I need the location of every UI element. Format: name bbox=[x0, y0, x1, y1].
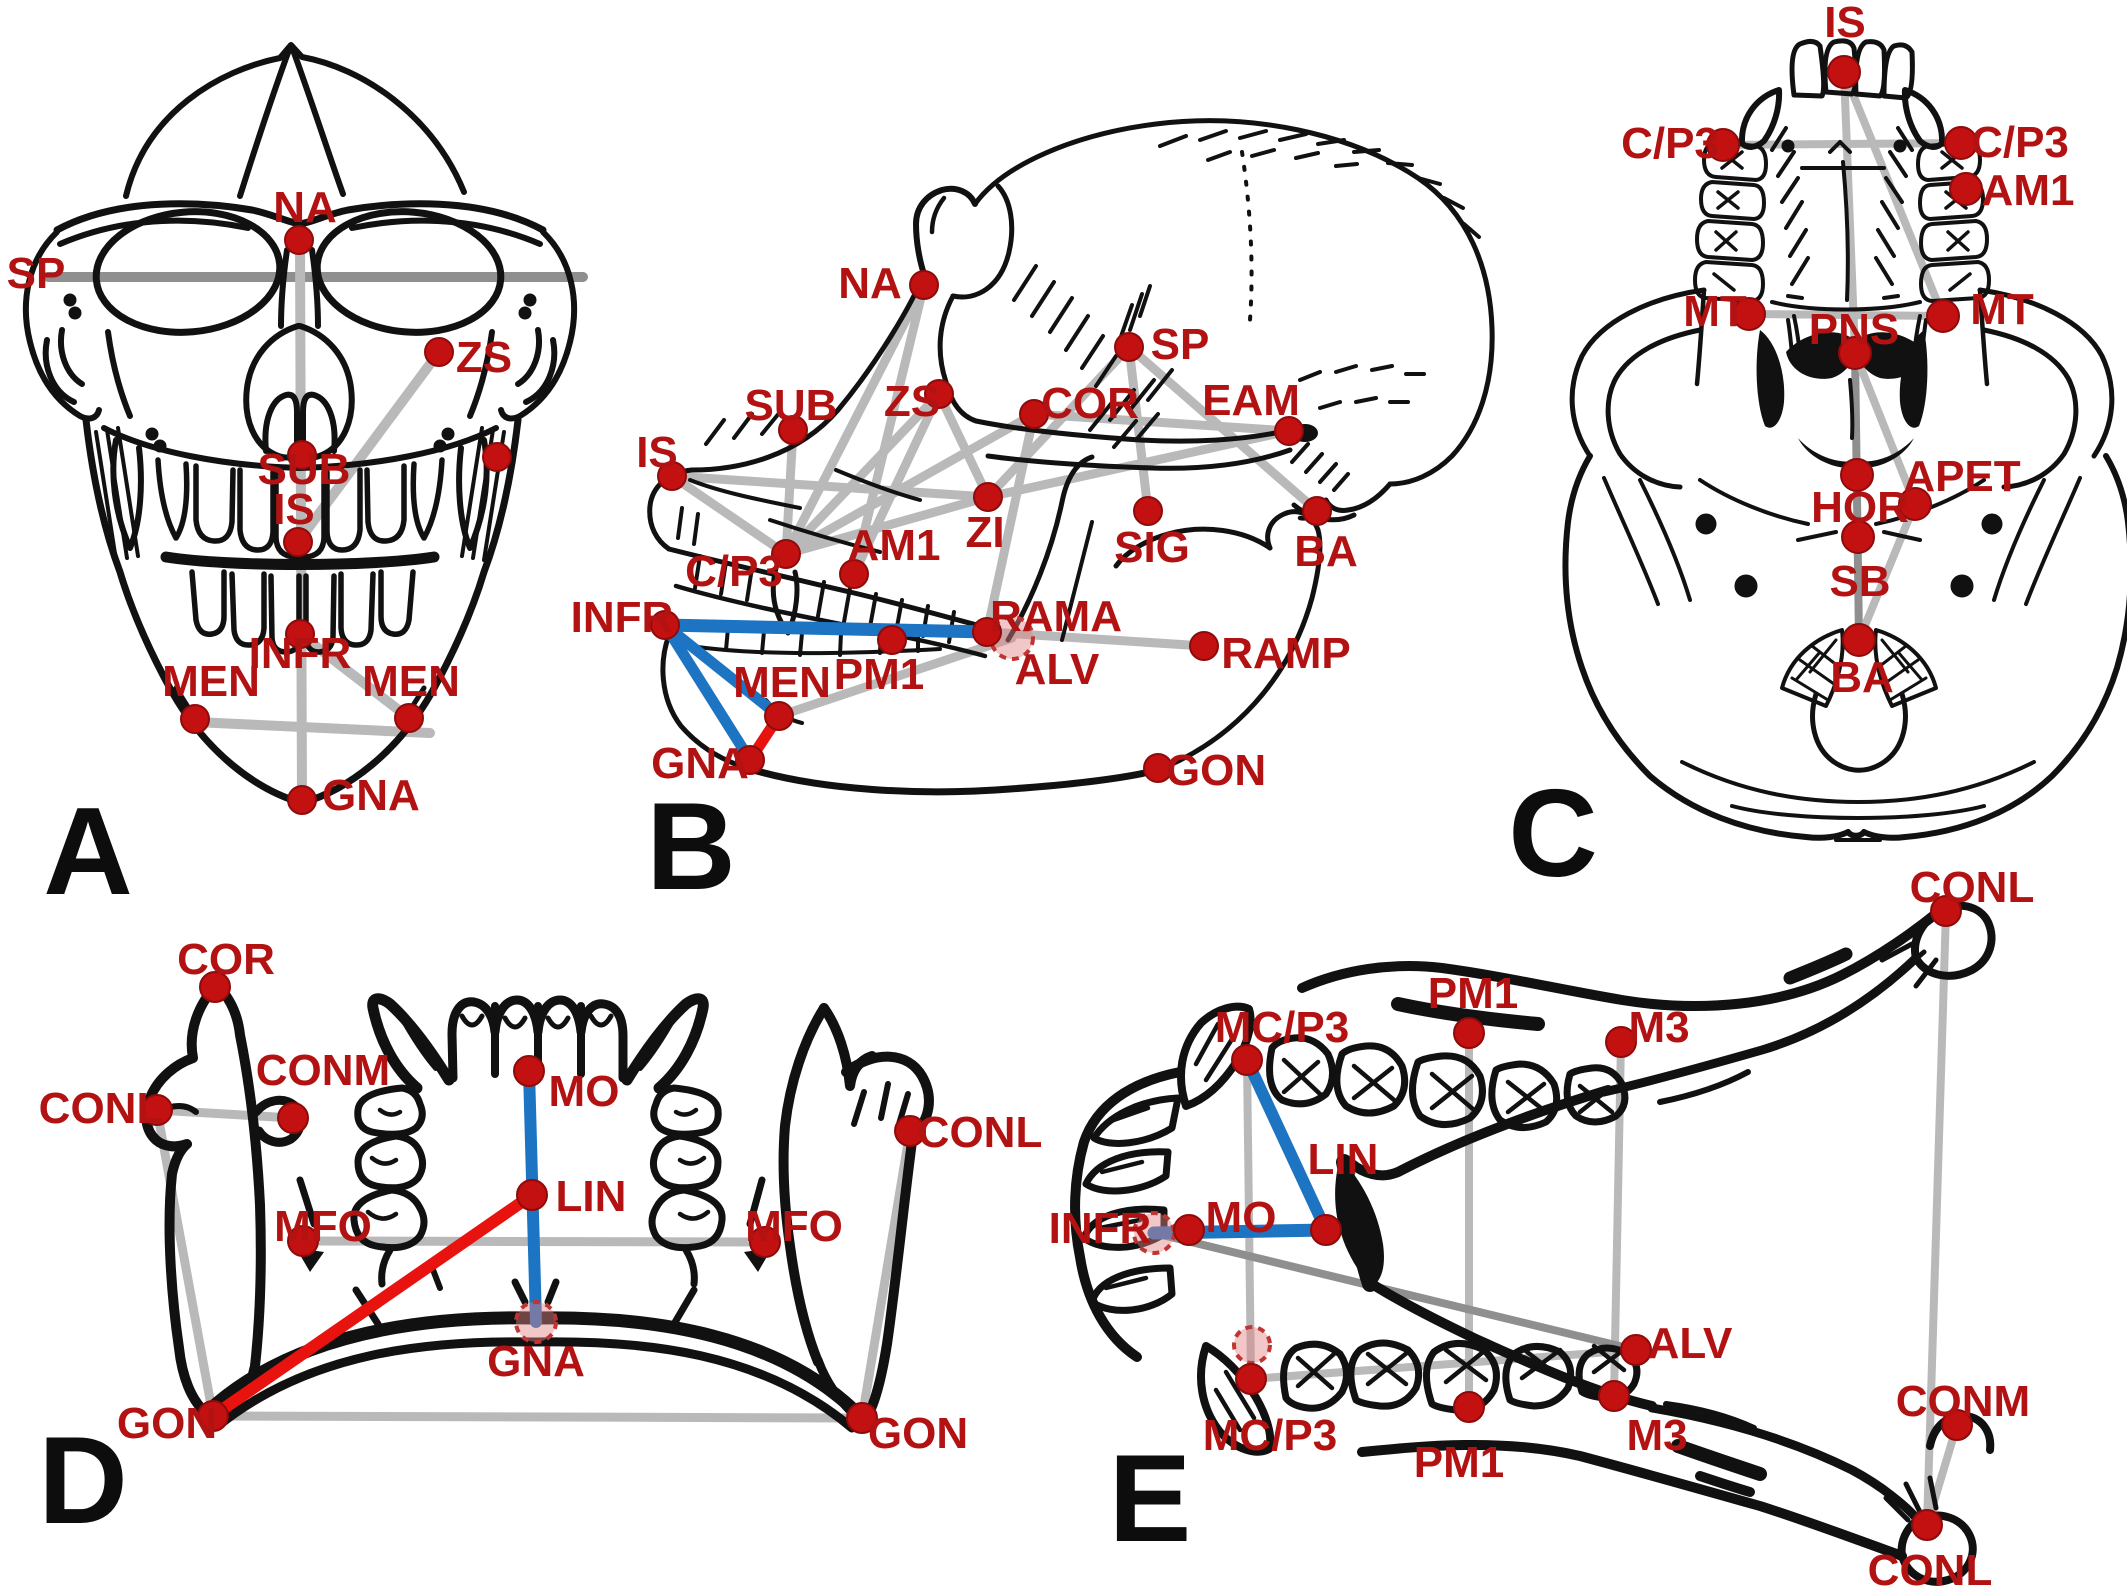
svg-text:GON: GON bbox=[117, 1399, 217, 1448]
svg-text:NA: NA bbox=[273, 183, 337, 232]
svg-text:PNS: PNS bbox=[1809, 305, 1899, 354]
svg-text:PM1: PM1 bbox=[834, 650, 924, 699]
svg-text:MFO: MFO bbox=[274, 1202, 372, 1251]
svg-text:AM1: AM1 bbox=[1982, 166, 2075, 215]
svg-text:CONL: CONL bbox=[1868, 1546, 1993, 1591]
svg-text:C/P3: C/P3 bbox=[1621, 119, 1719, 168]
svg-text:IS: IS bbox=[273, 485, 315, 534]
svg-text:D: D bbox=[38, 1412, 128, 1550]
svg-text:ZI: ZI bbox=[965, 508, 1004, 557]
svg-text:MC/P3: MC/P3 bbox=[1215, 1003, 1349, 1052]
svg-text:MT: MT bbox=[1683, 287, 1747, 336]
svg-text:NA: NA bbox=[838, 259, 902, 308]
svg-text:MFO: MFO bbox=[745, 1202, 843, 1251]
svg-text:IS: IS bbox=[1824, 0, 1866, 47]
svg-text:COR: COR bbox=[1041, 379, 1139, 428]
svg-text:MO: MO bbox=[1206, 1193, 1277, 1242]
svg-text:MO: MO bbox=[549, 1067, 620, 1116]
svg-text:BA: BA bbox=[1294, 527, 1358, 576]
svg-text:IS: IS bbox=[636, 428, 678, 477]
svg-text:GON: GON bbox=[868, 1409, 968, 1458]
svg-text:M3: M3 bbox=[1628, 1003, 1689, 1052]
svg-text:CONM: CONM bbox=[1896, 1377, 2030, 1426]
svg-text:ZS: ZS bbox=[884, 377, 940, 426]
svg-text:RAMA: RAMA bbox=[990, 592, 1122, 641]
svg-text:MEN: MEN bbox=[733, 658, 831, 707]
svg-text:HOR: HOR bbox=[1811, 483, 1909, 532]
svg-text:SUB: SUB bbox=[745, 381, 838, 430]
svg-text:COR: COR bbox=[177, 935, 275, 984]
svg-text:A: A bbox=[43, 783, 133, 921]
svg-text:LIN: LIN bbox=[556, 1172, 627, 1221]
svg-text:PM1: PM1 bbox=[1428, 969, 1518, 1018]
svg-text:M3: M3 bbox=[1626, 1411, 1687, 1460]
svg-text:GNA: GNA bbox=[487, 1337, 585, 1386]
svg-text:MEN: MEN bbox=[362, 657, 460, 706]
svg-text:MT: MT bbox=[1970, 285, 2034, 334]
svg-text:RAMP: RAMP bbox=[1221, 629, 1351, 678]
svg-text:INFR: INFR bbox=[571, 593, 674, 642]
svg-text:C: C bbox=[1508, 765, 1598, 903]
svg-text:MC/P3: MC/P3 bbox=[1203, 1411, 1337, 1460]
svg-text:SUB: SUB bbox=[258, 445, 351, 494]
svg-text:BA: BA bbox=[1830, 653, 1894, 702]
svg-text:SP: SP bbox=[7, 249, 66, 298]
svg-text:SB: SB bbox=[1829, 557, 1890, 606]
svg-text:C/P3: C/P3 bbox=[685, 547, 783, 596]
svg-text:EAM: EAM bbox=[1202, 376, 1300, 425]
svg-text:CONL: CONL bbox=[918, 1108, 1043, 1157]
svg-text:C/P3: C/P3 bbox=[1971, 118, 2069, 167]
svg-text:ALV: ALV bbox=[1648, 1319, 1733, 1368]
svg-text:SIG: SIG bbox=[1114, 523, 1190, 572]
svg-text:ALV: ALV bbox=[1015, 645, 1100, 694]
svg-text:B: B bbox=[646, 778, 736, 916]
svg-text:GNA: GNA bbox=[322, 771, 420, 820]
svg-text:CONL: CONL bbox=[39, 1084, 164, 1133]
svg-text:APET: APET bbox=[1903, 452, 2020, 501]
svg-text:PM1: PM1 bbox=[1414, 1438, 1504, 1487]
svg-text:ZS: ZS bbox=[456, 333, 512, 382]
svg-text:INFR: INFR bbox=[1049, 1204, 1152, 1253]
svg-text:LIN: LIN bbox=[1308, 1135, 1379, 1184]
svg-text:GON: GON bbox=[1166, 746, 1266, 795]
svg-text:E: E bbox=[1109, 1430, 1192, 1568]
svg-text:GNA: GNA bbox=[651, 739, 749, 788]
svg-text:AM1: AM1 bbox=[848, 521, 941, 570]
svg-text:MEN: MEN bbox=[162, 657, 260, 706]
svg-text:INFR: INFR bbox=[249, 629, 352, 678]
svg-text:CONL: CONL bbox=[1910, 863, 2035, 912]
svg-text:CONM: CONM bbox=[256, 1046, 390, 1095]
svg-text:SP: SP bbox=[1151, 320, 1210, 369]
